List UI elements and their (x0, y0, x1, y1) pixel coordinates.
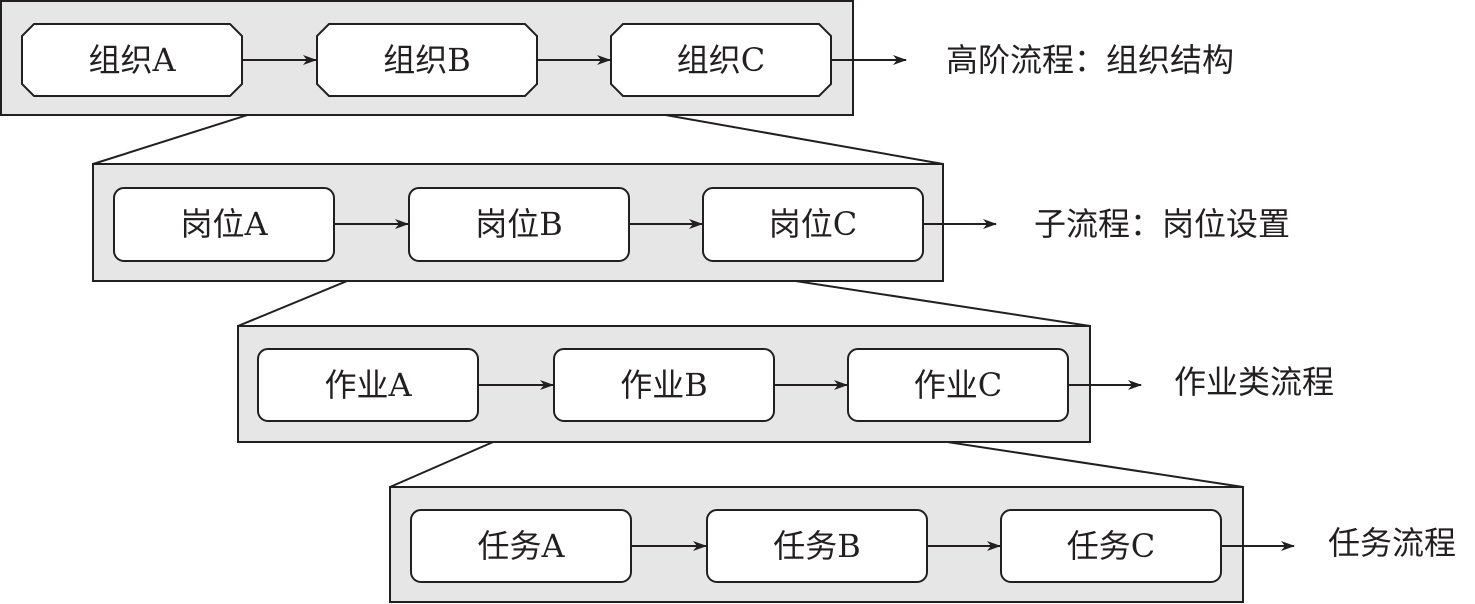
node-job-c-label: 作业C (914, 366, 1003, 404)
level-org-label: 高阶流程：组织结构 (946, 41, 1234, 79)
node-task-a-label: 任务A (477, 527, 565, 565)
node-org-b: 组织B (316, 23, 538, 97)
node-job-a: 作业A (257, 348, 479, 422)
node-task-b: 任务B (706, 509, 928, 583)
node-post-b-label: 岗位B (475, 205, 563, 243)
node-org-b-label: 组织B (383, 41, 471, 79)
node-job-b-label: 作业B (620, 366, 708, 404)
node-task-b-label: 任务B (773, 527, 861, 565)
level-org: 组织A 组织B 组织C 高阶流程：组织结构 (0, 0, 1234, 116)
node-org-a: 组织A (21, 23, 243, 97)
node-org-c-label: 组织C (677, 41, 766, 79)
level-post-label: 子流程：岗位设置 (1034, 205, 1290, 243)
level-post: 岗位A 岗位B 岗位C 子流程：岗位设置 (92, 163, 1290, 282)
node-task-a: 任务A (410, 509, 632, 583)
level-task-label: 任务流程 (1328, 524, 1456, 562)
level-task: 任务A 任务B 任务C 任务流程 (389, 486, 1456, 603)
node-post-c: 岗位C (702, 187, 924, 262)
level-job-label: 作业类流程 (1174, 363, 1334, 401)
node-post-c-label: 岗位C (769, 205, 858, 243)
node-post-b: 岗位B (408, 187, 630, 262)
node-org-a-label: 组织A (88, 41, 176, 79)
level-job: 作业A 作业B 作业C 作业类流程 (237, 325, 1334, 443)
node-task-c-label: 任务C (1067, 527, 1156, 565)
node-org-c: 组织C (610, 23, 832, 97)
node-job-c: 作业C (847, 348, 1069, 422)
node-post-a-label: 岗位A (180, 205, 268, 243)
node-job-b: 作业B (553, 348, 775, 422)
node-post-a: 岗位A (113, 187, 335, 262)
node-job-a-label: 作业A (324, 366, 412, 404)
node-task-c: 任务C (1000, 509, 1222, 583)
